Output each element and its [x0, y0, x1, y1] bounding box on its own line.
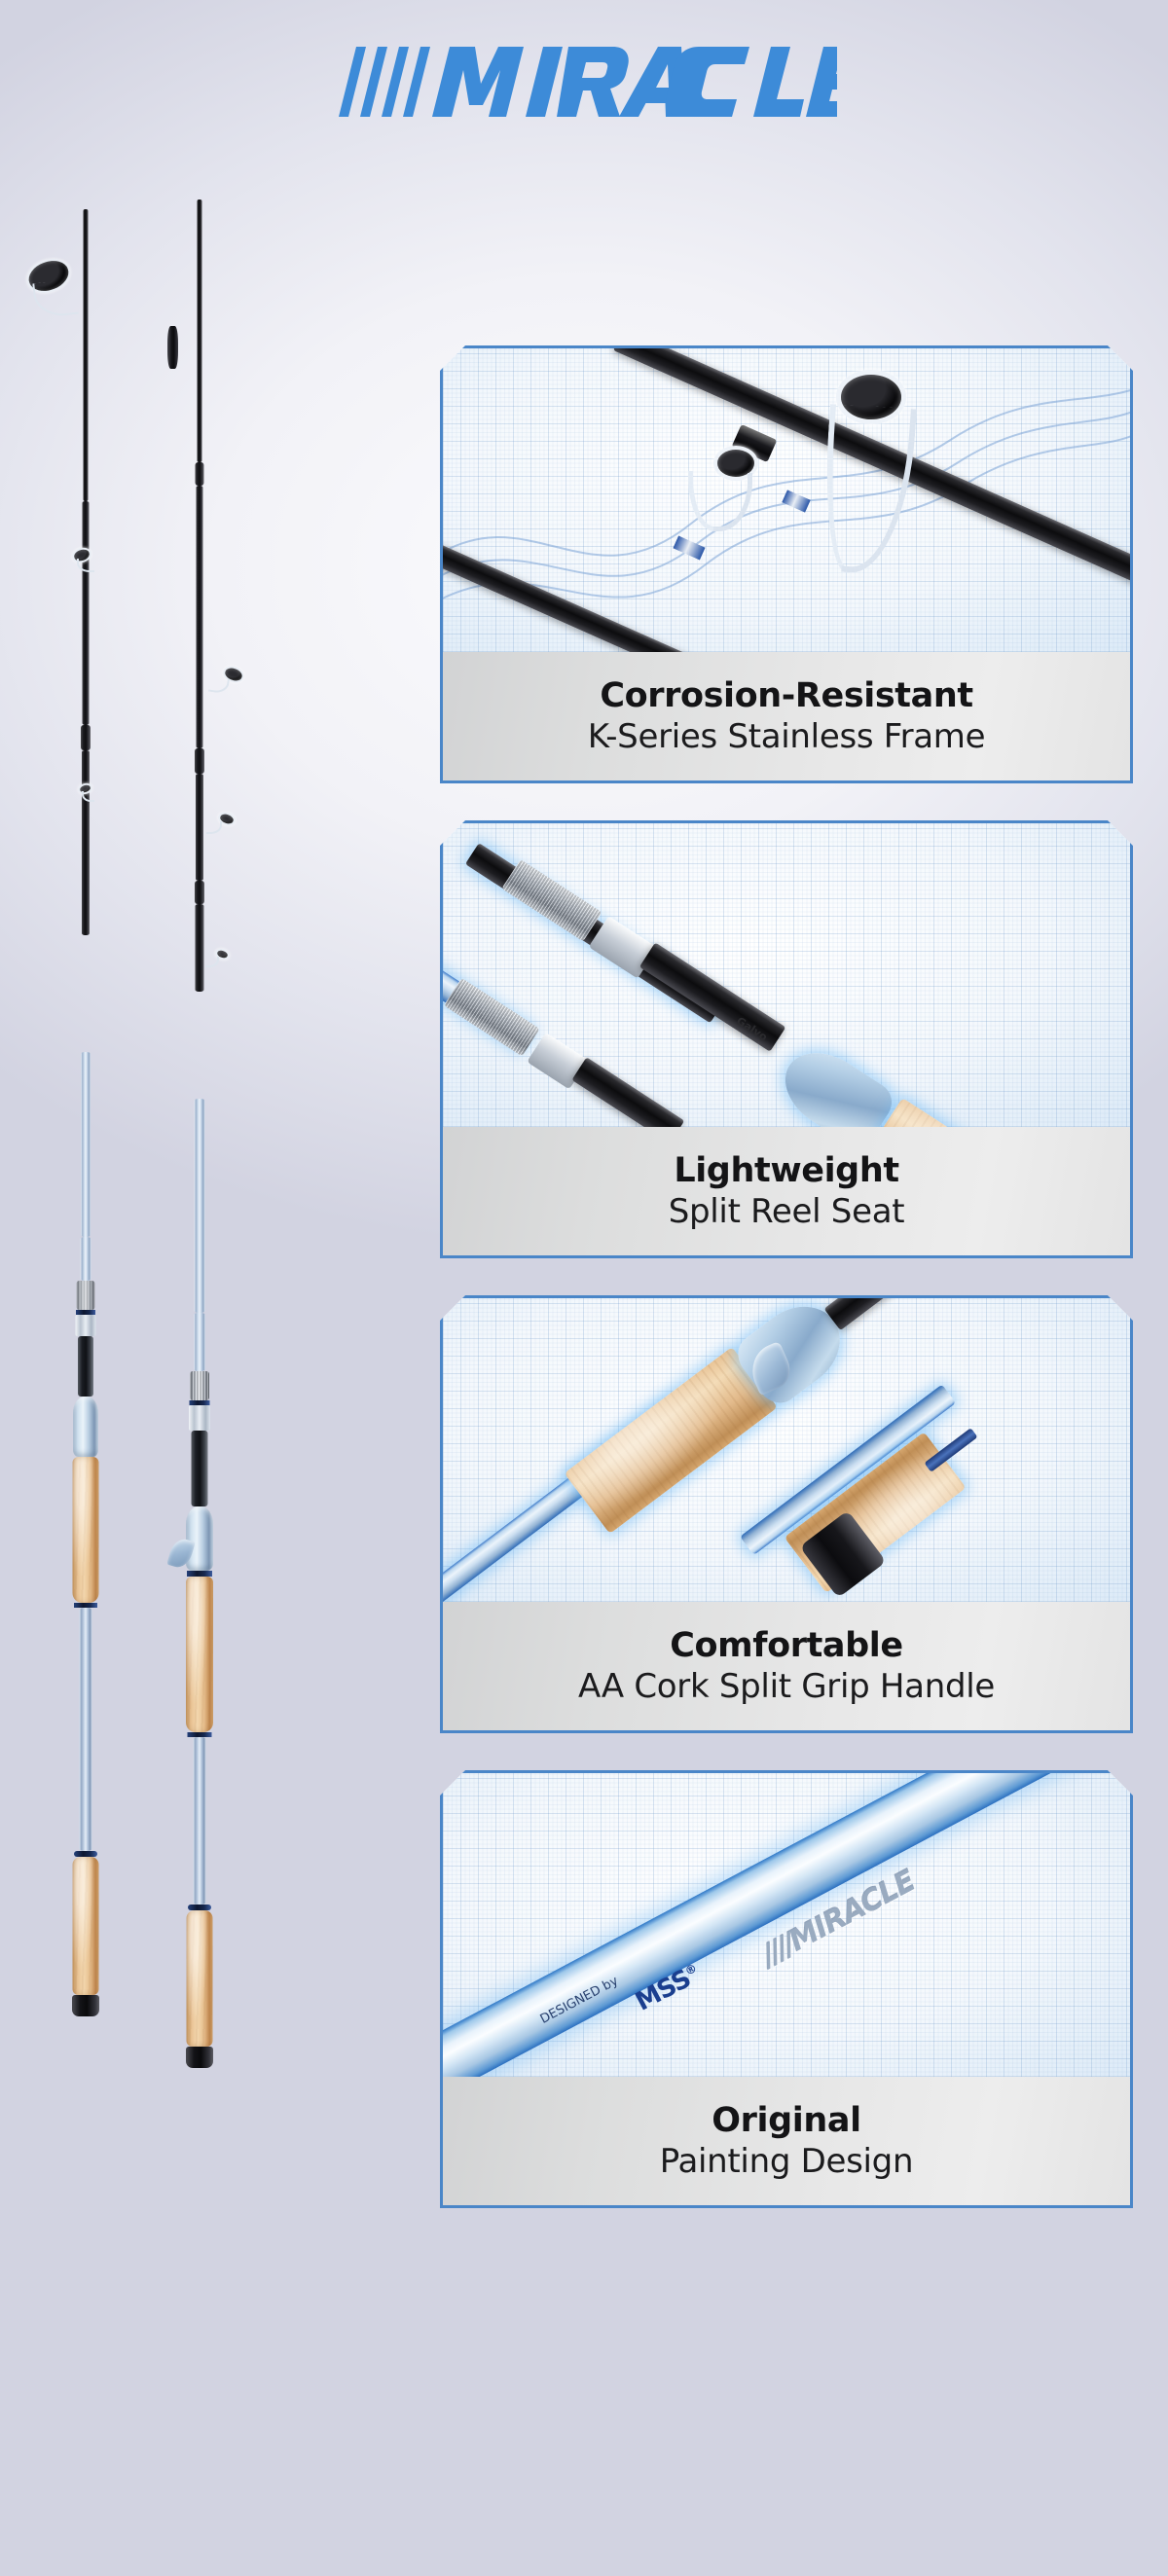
cast-seat-locknut	[190, 1371, 209, 1400]
brand-logo	[0, 41, 1168, 127]
guides-title: Corrosion-Resistant	[600, 676, 973, 715]
k-guide-large-icon	[836, 370, 906, 424]
cast-guide-2	[205, 810, 237, 840]
guides-caption: Corrosion-Resistant K-Series Stainless F…	[443, 652, 1130, 780]
spin-seat-hood	[73, 1397, 98, 1457]
reel-seat-subtitle: Split Reel Seat	[668, 1192, 905, 1231]
paint-title: Original	[712, 2101, 861, 2140]
painted-blank	[443, 1773, 1130, 2077]
spin-guide-2	[70, 545, 97, 573]
grip-caption: Comfortable AA Cork Split Grip Handle	[443, 1602, 1130, 1730]
grip-photo	[443, 1298, 1130, 1602]
spin-fore-grip	[72, 1457, 99, 1603]
spin-stripper-guide	[21, 253, 92, 328]
reel-seat-title: Lightweight	[674, 1151, 899, 1190]
grip-subtitle: AA Cork Split Grip Handle	[577, 1667, 996, 1706]
guides-photo	[443, 348, 1130, 652]
feature-card-guides[interactable]: Corrosion-Resistant K-Series Stainless F…	[440, 345, 1133, 783]
feature-card-paint[interactable]: ////MIRACLE DESIGNED by MSS® Original Pa…	[440, 1770, 1133, 2208]
paint-subtitle: Painting Design	[659, 2142, 914, 2181]
product-rods	[0, 180, 419, 2516]
paint-photo: ////MIRACLE DESIGNED by MSS®	[443, 1773, 1130, 2077]
reel-seat-caption: Lightweight Split Reel Seat	[443, 1127, 1130, 1255]
cast-guide-3	[204, 946, 232, 972]
cast-butt-grip	[186, 1910, 213, 2047]
paint-caption: Original Painting Design	[443, 2077, 1130, 2205]
feature-card-reel-seat[interactable]: Galvo Lightweight Split Reel Seat	[440, 820, 1133, 1258]
feature-cards: Corrosion-Resistant K-Series Stainless F…	[440, 345, 1141, 2208]
guides-subtitle: K-Series Stainless Frame	[587, 717, 986, 756]
reel-seat-photo: Galvo	[443, 823, 1130, 1127]
spin-guide-3	[76, 781, 97, 803]
miracle-logo-icon	[339, 47, 837, 117]
spin-seat-locknut	[76, 1281, 95, 1310]
cast-fore-grip	[186, 1577, 213, 1732]
spin-butt-grip	[72, 1857, 99, 1995]
feature-card-grip[interactable]: Comfortable AA Cork Split Grip Handle	[440, 1295, 1133, 1733]
cast-guide-1	[207, 663, 247, 700]
grip-title: Comfortable	[670, 1626, 903, 1665]
page-header	[0, 0, 1168, 195]
cast-trigger-hood	[186, 1506, 213, 1571]
